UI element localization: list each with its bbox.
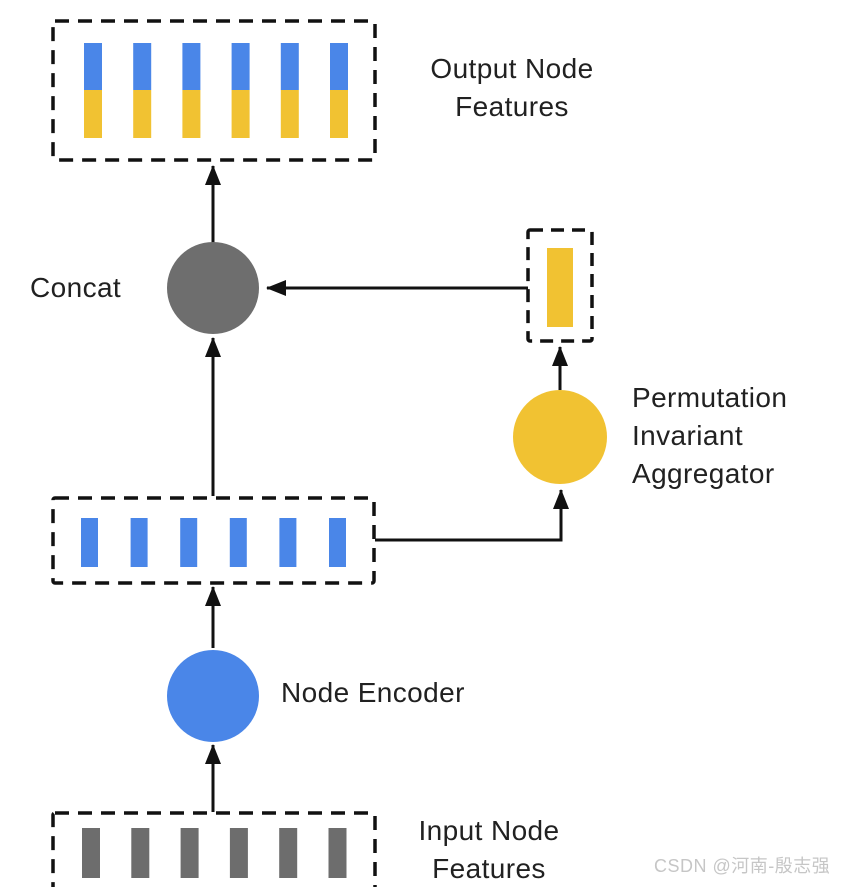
feature-bar (229, 518, 247, 567)
feature-bar (130, 518, 148, 567)
concat-label: Concat (30, 272, 122, 303)
feature-bar (81, 518, 98, 567)
input-features-box (51, 811, 377, 887)
feature-bar (279, 828, 298, 878)
feature-bar (133, 90, 152, 138)
feature-bar (547, 248, 573, 327)
input-features-label: Input Node Features (418, 815, 560, 884)
encoder-label: Node Encoder (281, 677, 465, 708)
aggregated-feature-box (526, 228, 594, 343)
hidden-feature-bars (81, 518, 346, 567)
hidden-features-box (51, 496, 376, 585)
feature-bar (329, 518, 346, 567)
feature-bar (328, 828, 347, 878)
feature-bar (231, 90, 250, 138)
aggregator-node-circle (513, 390, 607, 484)
feature-bar (330, 43, 348, 90)
output-feature-bars (84, 43, 348, 138)
feature-bar (82, 828, 100, 878)
feature-bar (84, 90, 102, 138)
feature-bar (180, 828, 199, 878)
output-features-label: Output Node Features (430, 53, 594, 122)
feature-bar (231, 43, 250, 90)
feature-bar (229, 828, 248, 878)
aggregator-label: Permutation Invariant Aggregator (632, 382, 788, 489)
feature-bar (279, 518, 297, 567)
concat-node-circle (167, 242, 259, 334)
feature-bar (131, 828, 150, 878)
aggregated-feature-bar (547, 248, 573, 327)
feature-bar (84, 43, 102, 90)
feature-bar (280, 43, 299, 90)
feature-bar (133, 43, 152, 90)
watermark-text: CSDN @河南-殷志强 (654, 856, 831, 876)
feature-bar (280, 90, 299, 138)
input-feature-bars (82, 828, 347, 878)
arrow-hidden-to-aggregator (375, 489, 569, 542)
encoder-node-circle (167, 650, 259, 742)
feature-bar (182, 90, 201, 138)
feature-bar (180, 518, 198, 567)
feature-bar (182, 43, 201, 90)
feature-bar (330, 90, 348, 138)
